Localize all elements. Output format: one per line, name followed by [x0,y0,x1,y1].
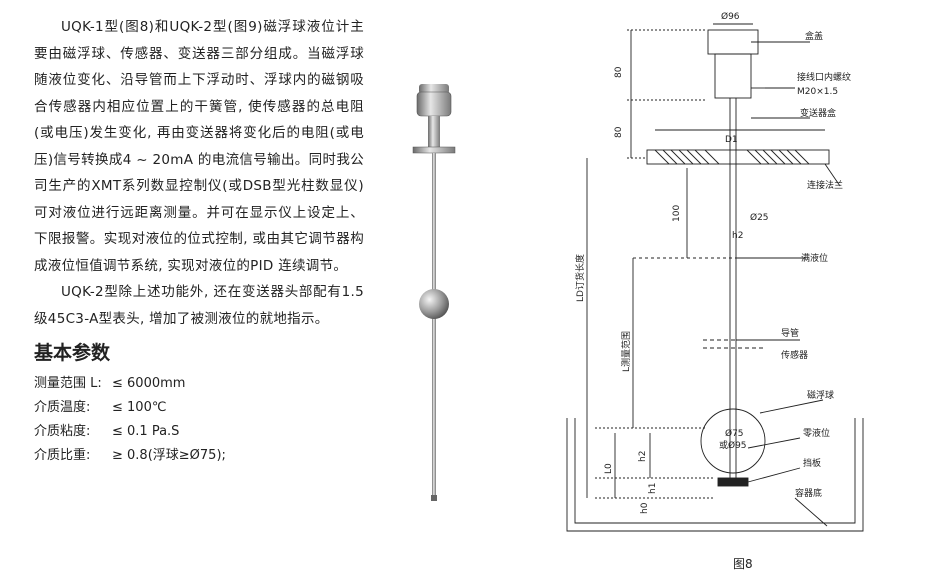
product-photo [412,84,456,501]
label-sensor: 传感器 [781,349,808,361]
technical-drawing: Ø96 80 80 D1 100 Ø25 h2 LD订货长度 L测量范围 Ø75… [566,11,864,571]
label-bottom: 容器底 [795,487,822,499]
dim-ld: LD订货长度 [574,254,586,302]
intro-paragraph-1: UQK-1型(图8)和UQK-2型(图9)磁浮球液位计主要由磁浮球、传感器、变送… [34,19,364,274]
label-full: 满液位 [801,252,828,264]
dim-h2b: h2 [638,451,648,462]
label-cover: 盒盖 [805,30,823,42]
photo-neck [428,116,440,148]
param-value: ≥ 0.8(浮球≥Ø75); [112,448,226,463]
drawing-caption: 图8 [733,557,753,571]
flange-shape [646,149,830,165]
photo-head-box [416,91,452,117]
dim-d25: Ø25 [750,212,769,223]
label-tube: 导管 [781,327,799,339]
photo-head-cap [419,84,449,94]
dim-100: 100 [672,205,682,222]
text-column: UQK-1型(图8)和UQK-2型(图9)磁浮球液位计主要由磁浮球、传感器、变送… [34,14,364,468]
photo-float-ball [419,289,449,319]
intro-paragraph-2: UQK-2型除上述功能外, 还在变送器头部配有1.5级45C3-A型表头, 增加… [34,284,364,327]
param-key: 介质比重: [34,448,91,463]
photo-tube [432,153,436,498]
param-value: ≤ 6000mm [112,376,186,391]
label-box: 变送器盒 [800,107,836,119]
param-item: 介质粘度: ≤ 0.1 Pa.S [34,420,364,444]
dim-l: L测量范围 [620,331,632,372]
dim-ball: Ø75 [725,428,744,439]
param-value: ≤ 0.1 Pa.S [112,424,180,439]
dim-d1: D1 [725,135,738,145]
dim-80b: 80 [614,126,624,138]
label-thread: 接线口内螺纹 [797,71,851,83]
cover-shape [707,29,759,55]
param-item: 测量范围 L: ≤ 6000mm [34,372,364,396]
dim-ball2: 或Ø95 [719,439,747,451]
float-ball-shape [700,408,766,474]
label-zero: 零液位 [803,427,830,439]
section-title: 基本参数 [34,342,111,364]
param-list: 测量范围 L: ≤ 6000mm 介质温度: ≤ 100℃ 介质粘度: ≤ 0.1 P… [34,372,364,468]
param-key: 介质粘度: [34,424,91,439]
photo-tube-end [431,495,437,501]
label-ball: 磁浮球 [807,389,834,401]
container-shape [574,418,856,524]
dim-h1: h1 [648,483,658,494]
dim-l0: L0 [604,463,614,474]
dim-80a: 80 [614,66,624,78]
dim-top-dia: Ø96 [721,11,740,22]
stop-plate-shape [717,477,749,487]
param-value: ≤ 100℃ [112,400,167,415]
transmitter-box-shape [714,53,752,99]
param-key: 测量范围 L: [34,376,102,391]
dim-h2a: h2 [732,231,743,241]
label-flange: 连接法兰 [807,179,843,191]
param-key: 介质温度: [34,400,91,415]
photo-flange [412,146,456,154]
param-item: 介质比重: ≥ 0.8(浮球≥Ø75); [34,444,364,468]
param-item: 介质温度: ≤ 100℃ [34,396,364,420]
dim-h0: h0 [640,502,650,514]
label-stop: 挡板 [803,457,821,469]
label-thread2: M20×1.5 [797,87,838,97]
